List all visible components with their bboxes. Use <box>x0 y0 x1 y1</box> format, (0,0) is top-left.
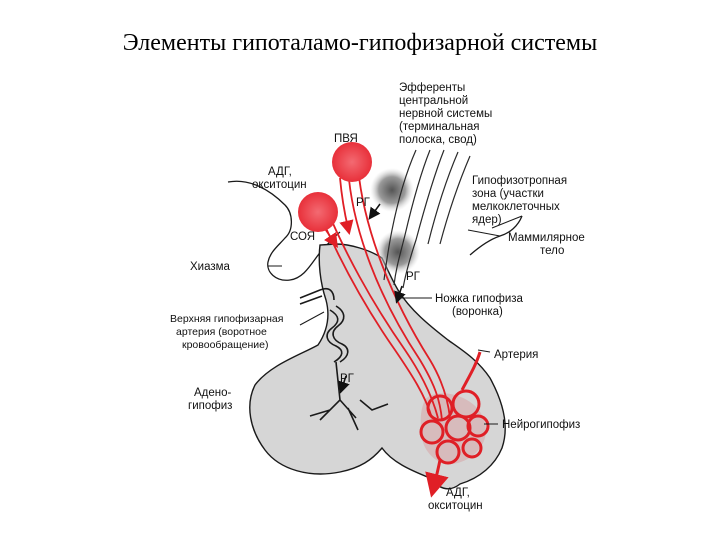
svg-text:мелкоклеточных: мелкоклеточных <box>472 201 560 213</box>
label-pvya: ПВЯ <box>334 133 358 145</box>
svg-text:АДГ,: АДГ, <box>268 166 292 178</box>
svg-text:полоска, свод): полоска, свод) <box>399 134 477 146</box>
svg-text:ядер): ядер) <box>472 214 502 226</box>
svg-text:Ножка гипофиза: Ножка гипофиза <box>435 293 524 305</box>
label-hypophysiotropic: Гипофизотропная зона (участки мелкоклето… <box>472 175 567 226</box>
rg-arrows <box>338 203 406 394</box>
label-mammillary: Маммилярное тело <box>508 232 585 257</box>
svg-text:нервной системы: нервной системы <box>399 108 492 120</box>
label-adg-bottom: АДГ, окситоцин <box>428 487 483 512</box>
label-sup-artery: Верхняя гипофизарная артерия (воротное к… <box>170 313 283 351</box>
svg-text:зона (участки: зона (участки <box>472 188 544 200</box>
label-rg-3: РГ <box>340 373 355 385</box>
svg-text:АДГ,: АДГ, <box>446 487 470 499</box>
svg-text:Гипофизотропная: Гипофизотропная <box>472 175 567 187</box>
label-adeno: Адено- гипофиз <box>188 387 232 412</box>
svg-text:артерия (воротное: артерия (воротное <box>176 326 267 338</box>
svg-text:(воронка): (воронка) <box>452 306 503 318</box>
neurohypophysis-fill <box>420 393 486 465</box>
label-rg-1: РГ <box>356 197 371 209</box>
label-soya: СОЯ <box>290 231 315 243</box>
svg-text:Маммилярное: Маммилярное <box>508 232 585 244</box>
svg-text:окситоцин: окситоцин <box>252 179 307 191</box>
label-efferents: Эфференты центральной нервной системы (т… <box>399 82 492 146</box>
svg-text:окситоцин: окситоцин <box>428 500 483 512</box>
label-stalk: Ножка гипофиза (воронка) <box>435 293 524 318</box>
svg-text:кровообращение): кровообращение) <box>182 339 268 351</box>
svg-text:Эфференты: Эфференты <box>399 82 465 94</box>
pvya-nucleus <box>332 142 372 182</box>
neurohypophysis-plexus <box>419 351 490 498</box>
portal-vessels <box>299 287 389 431</box>
svg-text:Верхняя гипофизарная: Верхняя гипофизарная <box>170 313 283 325</box>
label-chiasm: Хиазма <box>190 261 231 273</box>
label-adg-top: АДГ, окситоцин <box>252 166 307 191</box>
soya-nucleus <box>298 192 338 232</box>
slide-title: Элементы гипоталамо-гипофизарной системы <box>122 30 598 56</box>
svg-text:(терминальная: (терминальная <box>399 121 480 133</box>
svg-text:гипофиз: гипофиз <box>188 400 232 412</box>
label-rg-2: РГ <box>406 271 421 283</box>
svg-text:центральной: центральной <box>399 95 468 107</box>
leader-lines <box>268 215 523 425</box>
svg-text:тело: тело <box>540 245 564 257</box>
label-artery: Артерия <box>494 349 538 361</box>
hypophysiotropic-zone-1 <box>370 168 414 212</box>
efferent-fibers <box>383 149 471 289</box>
svg-text:Адено-: Адено- <box>194 387 232 399</box>
label-neuro: Нейрогипофиз <box>502 419 580 431</box>
